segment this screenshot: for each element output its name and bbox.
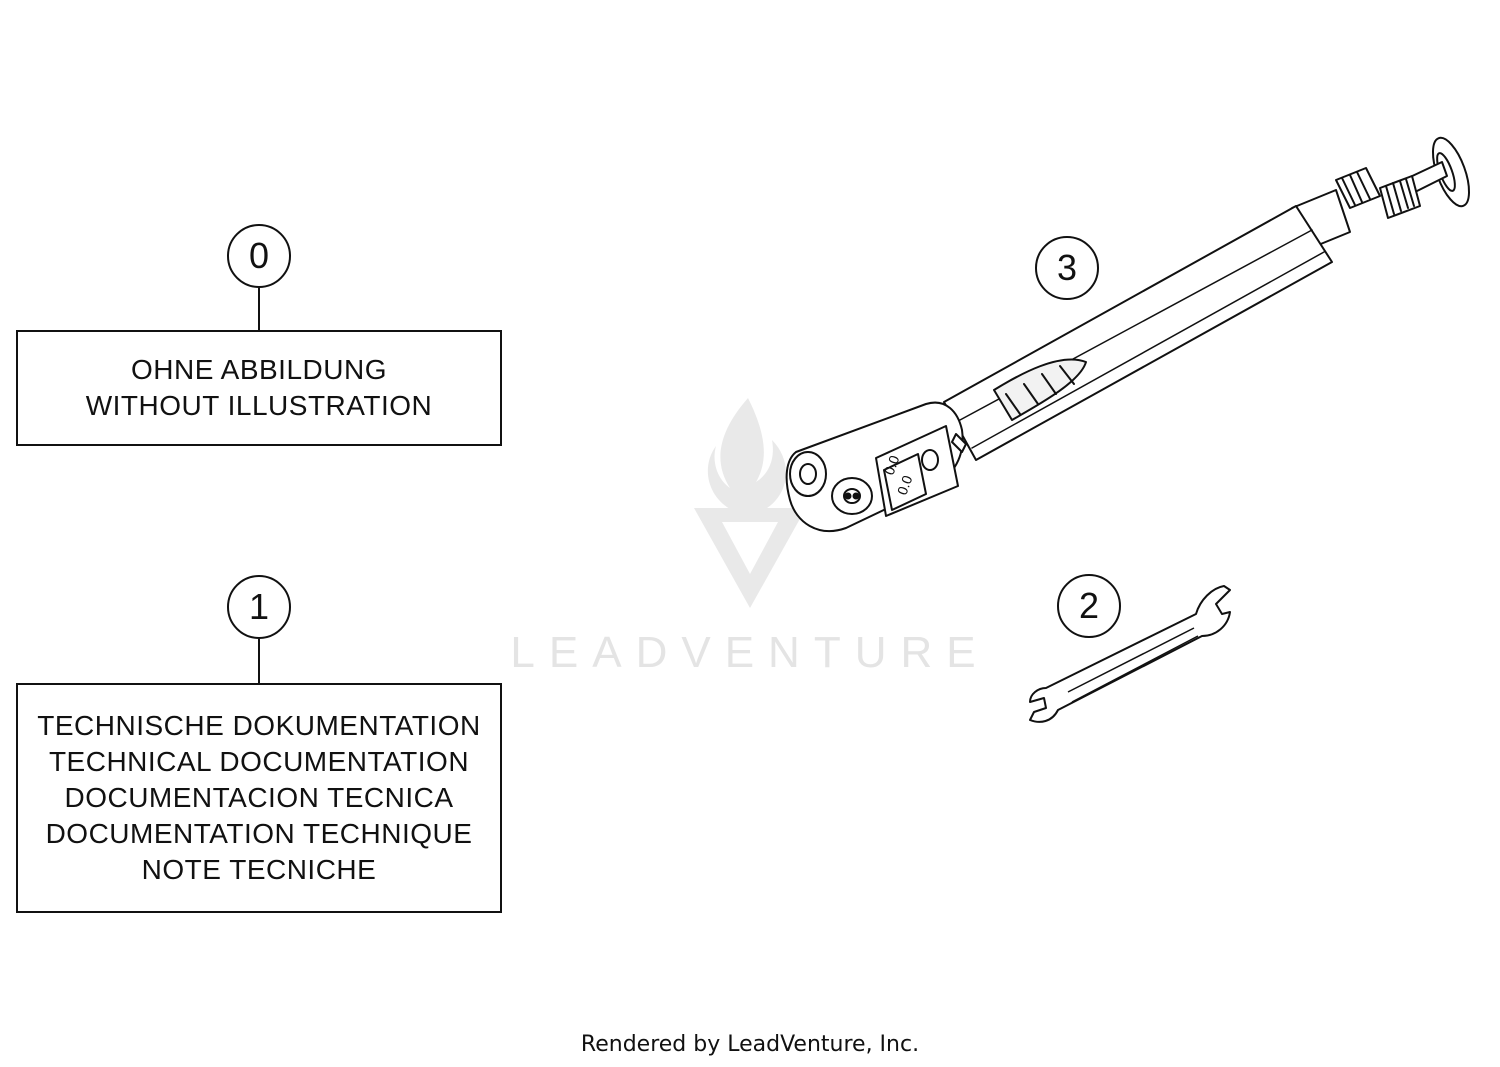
callout-1: 1: [227, 575, 291, 639]
callout-0: 0: [227, 224, 291, 288]
label-line: TECHNISCHE DOKUMENTATION: [37, 710, 481, 741]
leader-line-0: [258, 288, 260, 331]
label-line: TECHNICAL DOCUMENTATION: [48, 746, 470, 777]
label-box-technical-documentation: TECHNISCHE DOKUMENTATION TECHNICAL DOCUM…: [16, 683, 502, 913]
svg-text:0.0: 0.0: [894, 473, 916, 497]
callout-2: 2: [1057, 574, 1121, 638]
air-pressure-pump-with-gauge-icon: 0.0 0.0: [785, 136, 1471, 533]
leader-line-1: [258, 639, 260, 684]
footer-credit: Rendered by LeadVenture, Inc.: [580, 1032, 920, 1057]
leadventure-flame-logo-icon: [694, 398, 806, 608]
label-line: DOCUMENTATION TECHNIQUE: [45, 818, 473, 849]
label-line: WITHOUT ILLUSTRATION: [85, 390, 433, 421]
label-line: DOCUMENTACION TECNICA: [64, 782, 454, 813]
svg-text:0.0: 0.0: [881, 453, 903, 477]
watermark-text: LEADVENTURE: [510, 628, 990, 677]
label-line: OHNE ABBILDUNG: [131, 354, 387, 385]
open-end-wrench-icon: [1029, 585, 1231, 723]
label-line: NOTE TECNICHE: [141, 854, 377, 885]
label-box-without-illustration: OHNE ABBILDUNG WITHOUT ILLUSTRATION: [16, 330, 502, 446]
callout-3: 3: [1035, 236, 1099, 300]
